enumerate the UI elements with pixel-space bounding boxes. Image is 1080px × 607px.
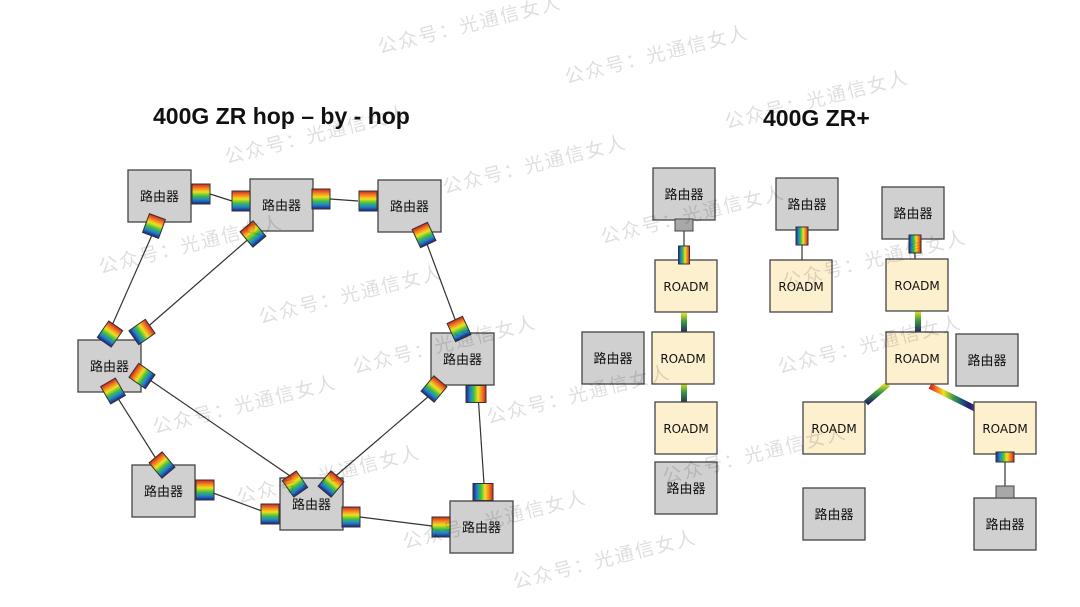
fiber-link [143, 235, 253, 331]
transceiver-icon [995, 451, 1015, 463]
router-P8: 路由器 [973, 497, 1037, 551]
transceiver-icon [231, 190, 251, 212]
transceiver-icon [465, 385, 487, 403]
roadm-R7-label: ROADM [811, 422, 856, 436]
roadm-R4-label: ROADM [660, 352, 705, 366]
wdm-link [915, 311, 921, 333]
router-P6: 路由器 [654, 461, 718, 515]
router-P4-label: 路由器 [593, 351, 632, 367]
router-L5: 路由器 [430, 332, 495, 386]
wdm-link [864, 381, 890, 406]
grey-port-icon [674, 218, 694, 232]
transceiver-icon [99, 377, 127, 405]
transceiver-icon [141, 213, 167, 239]
router-P2: 路由器 [775, 177, 839, 231]
fiber-link [109, 225, 157, 331]
roadm-R1: ROADM [654, 259, 718, 313]
transceiver-icon [431, 516, 451, 538]
fiber-link [113, 391, 161, 466]
router-P3-label: 路由器 [893, 206, 932, 222]
wdm-link [681, 313, 687, 333]
transceiver-icon [128, 362, 156, 390]
router-L3-label: 路由器 [390, 199, 429, 215]
transceiver-icon [260, 503, 280, 525]
transceiver-icon [908, 234, 922, 254]
wdm-link [681, 383, 687, 404]
router-P2-label: 路由器 [787, 197, 826, 213]
transceiver-icon [420, 375, 448, 403]
transceiver-icon [311, 188, 331, 210]
roadm-R3: ROADM [885, 258, 949, 312]
transceiver-icon [341, 506, 361, 528]
left-diagram-title: 400G ZR hop – by - hop [153, 103, 410, 129]
router-L1: 路由器 [127, 169, 192, 223]
transceiver-icon [195, 479, 215, 501]
router-L6-label: 路由器 [144, 484, 183, 500]
router-P5-label: 路由器 [967, 353, 1006, 369]
transceiver-icon [239, 220, 267, 248]
fiber-link [330, 389, 437, 481]
roadm-R5: ROADM [885, 331, 949, 385]
transceiver-icon [446, 315, 472, 343]
fiber-link [359, 516, 441, 528]
transceiver-icon [678, 245, 690, 265]
roadm-R2-label: ROADM [778, 280, 823, 294]
router-L2-label: 路由器 [262, 198, 301, 214]
roadm-R7: ROADM [802, 401, 866, 455]
router-P4: 路由器 [581, 331, 645, 385]
transceiver-icon [317, 470, 345, 498]
transceiver-icon [191, 183, 211, 205]
router-P5: 路由器 [955, 333, 1019, 387]
roadm-R3-label: ROADM [894, 279, 939, 293]
router-P7: 路由器 [802, 487, 866, 541]
roadm-R5-label: ROADM [894, 352, 939, 366]
fiber-link [143, 375, 297, 481]
transceiver-icon [128, 318, 156, 346]
wdm-link [928, 383, 978, 412]
fiber-link [423, 235, 460, 331]
router-L8: 路由器 [449, 500, 514, 554]
router-L7-label: 路由器 [292, 497, 331, 513]
transceiver-icon [96, 320, 124, 348]
roadm-R4: ROADM [651, 331, 715, 385]
roadm-R1-label: ROADM [663, 280, 708, 294]
router-L1-label: 路由器 [140, 189, 179, 205]
router-L4: 路由器 [77, 339, 142, 393]
transceiver-icon [472, 483, 494, 501]
router-P8-label: 路由器 [985, 517, 1024, 533]
router-L8-label: 路由器 [462, 520, 501, 536]
router-L2: 路由器 [249, 178, 314, 232]
router-P6-label: 路由器 [666, 481, 705, 497]
router-L3: 路由器 [377, 179, 442, 233]
roadm-R6-label: ROADM [663, 422, 708, 436]
router-P1: 路由器 [652, 167, 716, 221]
transceiver-icon [148, 451, 176, 479]
router-P1-label: 路由器 [664, 187, 703, 203]
roadm-R2: ROADM [769, 259, 833, 313]
router-L4-label: 路由器 [90, 359, 129, 375]
transceiver-icon [795, 226, 809, 246]
grey-port-icon [995, 485, 1015, 499]
roadm-R6: ROADM [654, 401, 718, 455]
router-L5-label: 路由器 [443, 352, 482, 368]
fiber-link [477, 393, 485, 485]
right-diagram-title: 400G ZR+ [763, 105, 870, 131]
roadm-R8: ROADM [973, 401, 1037, 455]
router-P7-label: 路由器 [814, 507, 853, 523]
router-P3: 路由器 [881, 186, 945, 240]
transceiver-icon [358, 190, 378, 212]
transceiver-icon [411, 221, 437, 249]
transceiver-icon [281, 470, 309, 498]
fiber-link [209, 193, 233, 202]
fiber-link [204, 489, 271, 515]
roadm-R8-label: ROADM [982, 422, 1027, 436]
fiber-link [329, 198, 359, 202]
